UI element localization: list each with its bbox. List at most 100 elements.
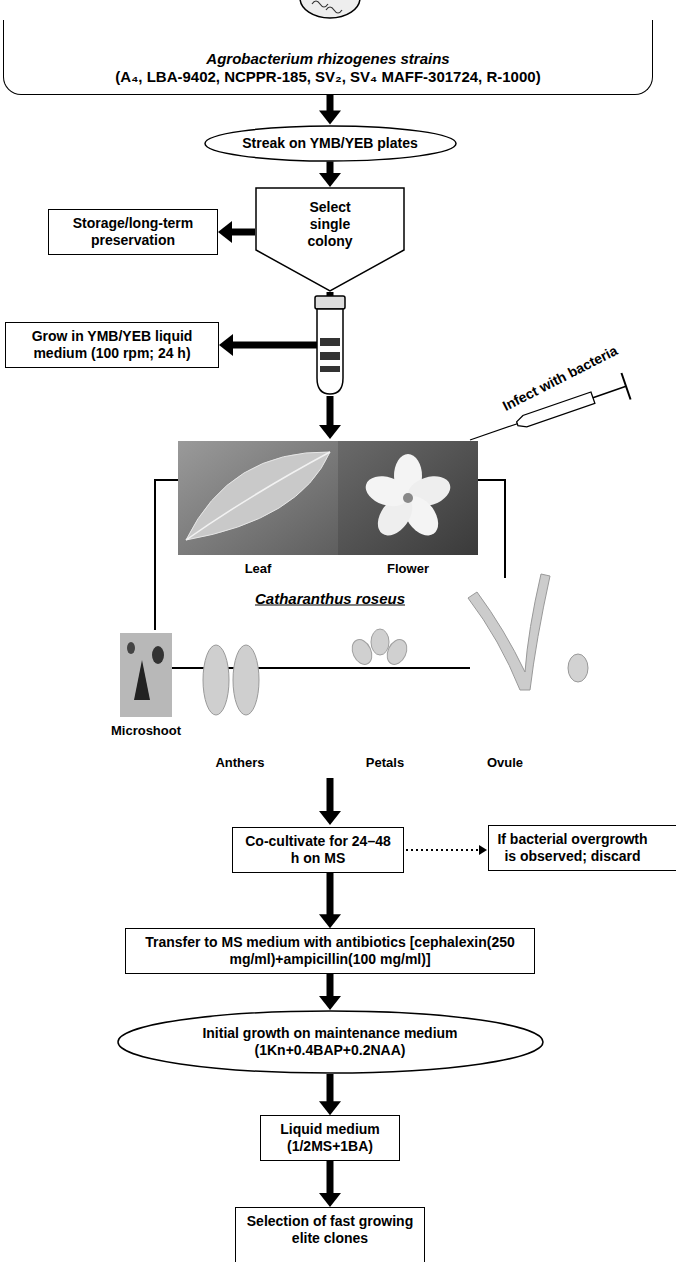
photo-label: Petals [366,755,404,770]
flower-eye [403,493,413,503]
flow-arrow [319,778,341,825]
photo-label: Leaf [245,561,272,576]
flow-arrow [406,845,487,855]
pentagon-shape [256,188,404,291]
arrow-shaft [327,95,334,112]
petri-dish [300,0,360,18]
flow-arrow [319,974,341,1010]
process-ellipse: Streak on YMB/YEB plates [204,125,457,162]
arrow-head [319,914,341,928]
photo-ground [120,633,172,717]
flow-arrow [319,162,341,188]
anther [203,645,229,715]
text-group: If bacterial overgrowth is observed; dis… [497,831,648,865]
text-group: Storage/long-term preservation [57,215,209,249]
process-box: Liquid medium (1/2MS+1BA) [260,1115,400,1161]
petal-piece [383,636,410,667]
node-text: Co-cultivate for 24–48 h on MS [241,833,395,867]
text-group: Streak on YMB/YEB plates [242,135,418,152]
flow-arrow [219,292,330,356]
node-subtext: (A₄, LBA-9402, NCPPR-185, SV₂, SV₄ MAFF-… [115,68,540,86]
arrow-head [319,996,341,1010]
process-box: Grow in YMB/YEB liquid medium (100 rpm; … [5,322,219,368]
tube-body [317,309,343,394]
node-text: Streak on YMB/YEB plates [242,135,418,152]
flow-arrow [319,1074,341,1115]
syringe-needle [470,424,517,440]
tube-band [320,352,340,360]
arrow-shaft [327,1161,334,1194]
tube-cap [315,296,345,309]
bracket-line [155,480,178,630]
flow-arrow [319,873,341,928]
text-group: Initial growth on maintenance medium (1K… [175,1025,485,1059]
node-text: Liquid medium (1/2MS+1BA) [269,1121,391,1155]
text-group: Selection of fast growing elite clones [244,1213,416,1247]
arrow-head [319,111,341,125]
shoot [152,646,164,664]
photo-label: Ovule [487,755,523,770]
text-group: Agrobacterium rhizogenes strains(A₄, LBA… [115,50,540,86]
microshoot-photo [120,633,172,717]
node-text: Selection of fast growing elite clones [244,1213,416,1247]
text-group: Select single colony [295,199,365,249]
leaf-midrib [186,452,330,540]
arrow-shaft [327,1074,334,1102]
node-text: If bacterial overgrowth is observed; dis… [497,831,648,865]
arrow-head [479,845,487,855]
node-text: Initial growth on maintenance medium (1K… [175,1025,485,1059]
species-label: Catharanthus roseus [255,590,405,607]
arrow-shaft [327,974,334,997]
process-box: Transfer to MS medium with antibiotics [… [125,928,535,974]
arrow-head [319,1101,341,1115]
strain-box: Agrobacterium rhizogenes strains(A₄, LBA… [3,20,653,95]
shoot [134,660,150,700]
arrow-shaft [406,849,480,851]
text-group: Grow in YMB/YEB liquid medium (100 rpm; … [14,328,210,362]
arrow-head [319,1193,341,1207]
ellipse-shape [118,1011,543,1073]
process-box: Co-cultivate for 24–48 h on MS [232,827,404,873]
node-text: Agrobacterium rhizogenes strains [206,50,449,68]
photo-label: Flower [387,561,429,576]
petal-piece [371,629,389,655]
ellipse-shape [205,126,456,161]
arrow-head [319,425,341,439]
arrow-shaft [327,873,334,915]
arrow-head [319,173,341,187]
flower-photo [338,441,478,555]
syringe-plunger [593,386,626,397]
leaf-blade [186,452,330,540]
text-group: Co-cultivate for 24–48 h on MS [241,833,395,867]
ovule-shape [468,574,550,690]
flow-arrow [218,221,255,243]
arrow-head [319,811,341,825]
process-ellipse: Initial growth on maintenance medium (1K… [117,1010,544,1074]
node-text: Transfer to MS medium with antibiotics [… [134,934,526,968]
arrow-head [218,221,232,243]
process-box: Storage/long-term preservation [48,209,218,255]
photo-ground [338,441,478,555]
dish-rim [300,0,360,18]
arrow-head [219,334,233,356]
anther [233,645,259,715]
node-text: Storage/long-term preservation [57,215,209,249]
text-group: Transfer to MS medium with antibiotics [… [134,934,526,968]
arrow-shaft [327,778,334,812]
photo-label: Anthers [215,755,264,770]
syringe-cap [621,373,630,399]
colony-streaks [312,0,342,13]
process-box: Selection of fast growing elite clones [235,1207,425,1262]
leaf-photo [178,441,338,555]
arrow-shaft [327,162,334,175]
node-text: Grow in YMB/YEB liquid medium (100 rpm; … [14,328,210,362]
tube-band [320,338,340,346]
selection-pentagon: Select single colony [255,187,405,292]
flow-arrow [319,1161,341,1207]
bracket-line [478,480,505,578]
flow-arrow [319,396,341,439]
culture-tube [315,296,345,394]
petal [362,471,412,511]
